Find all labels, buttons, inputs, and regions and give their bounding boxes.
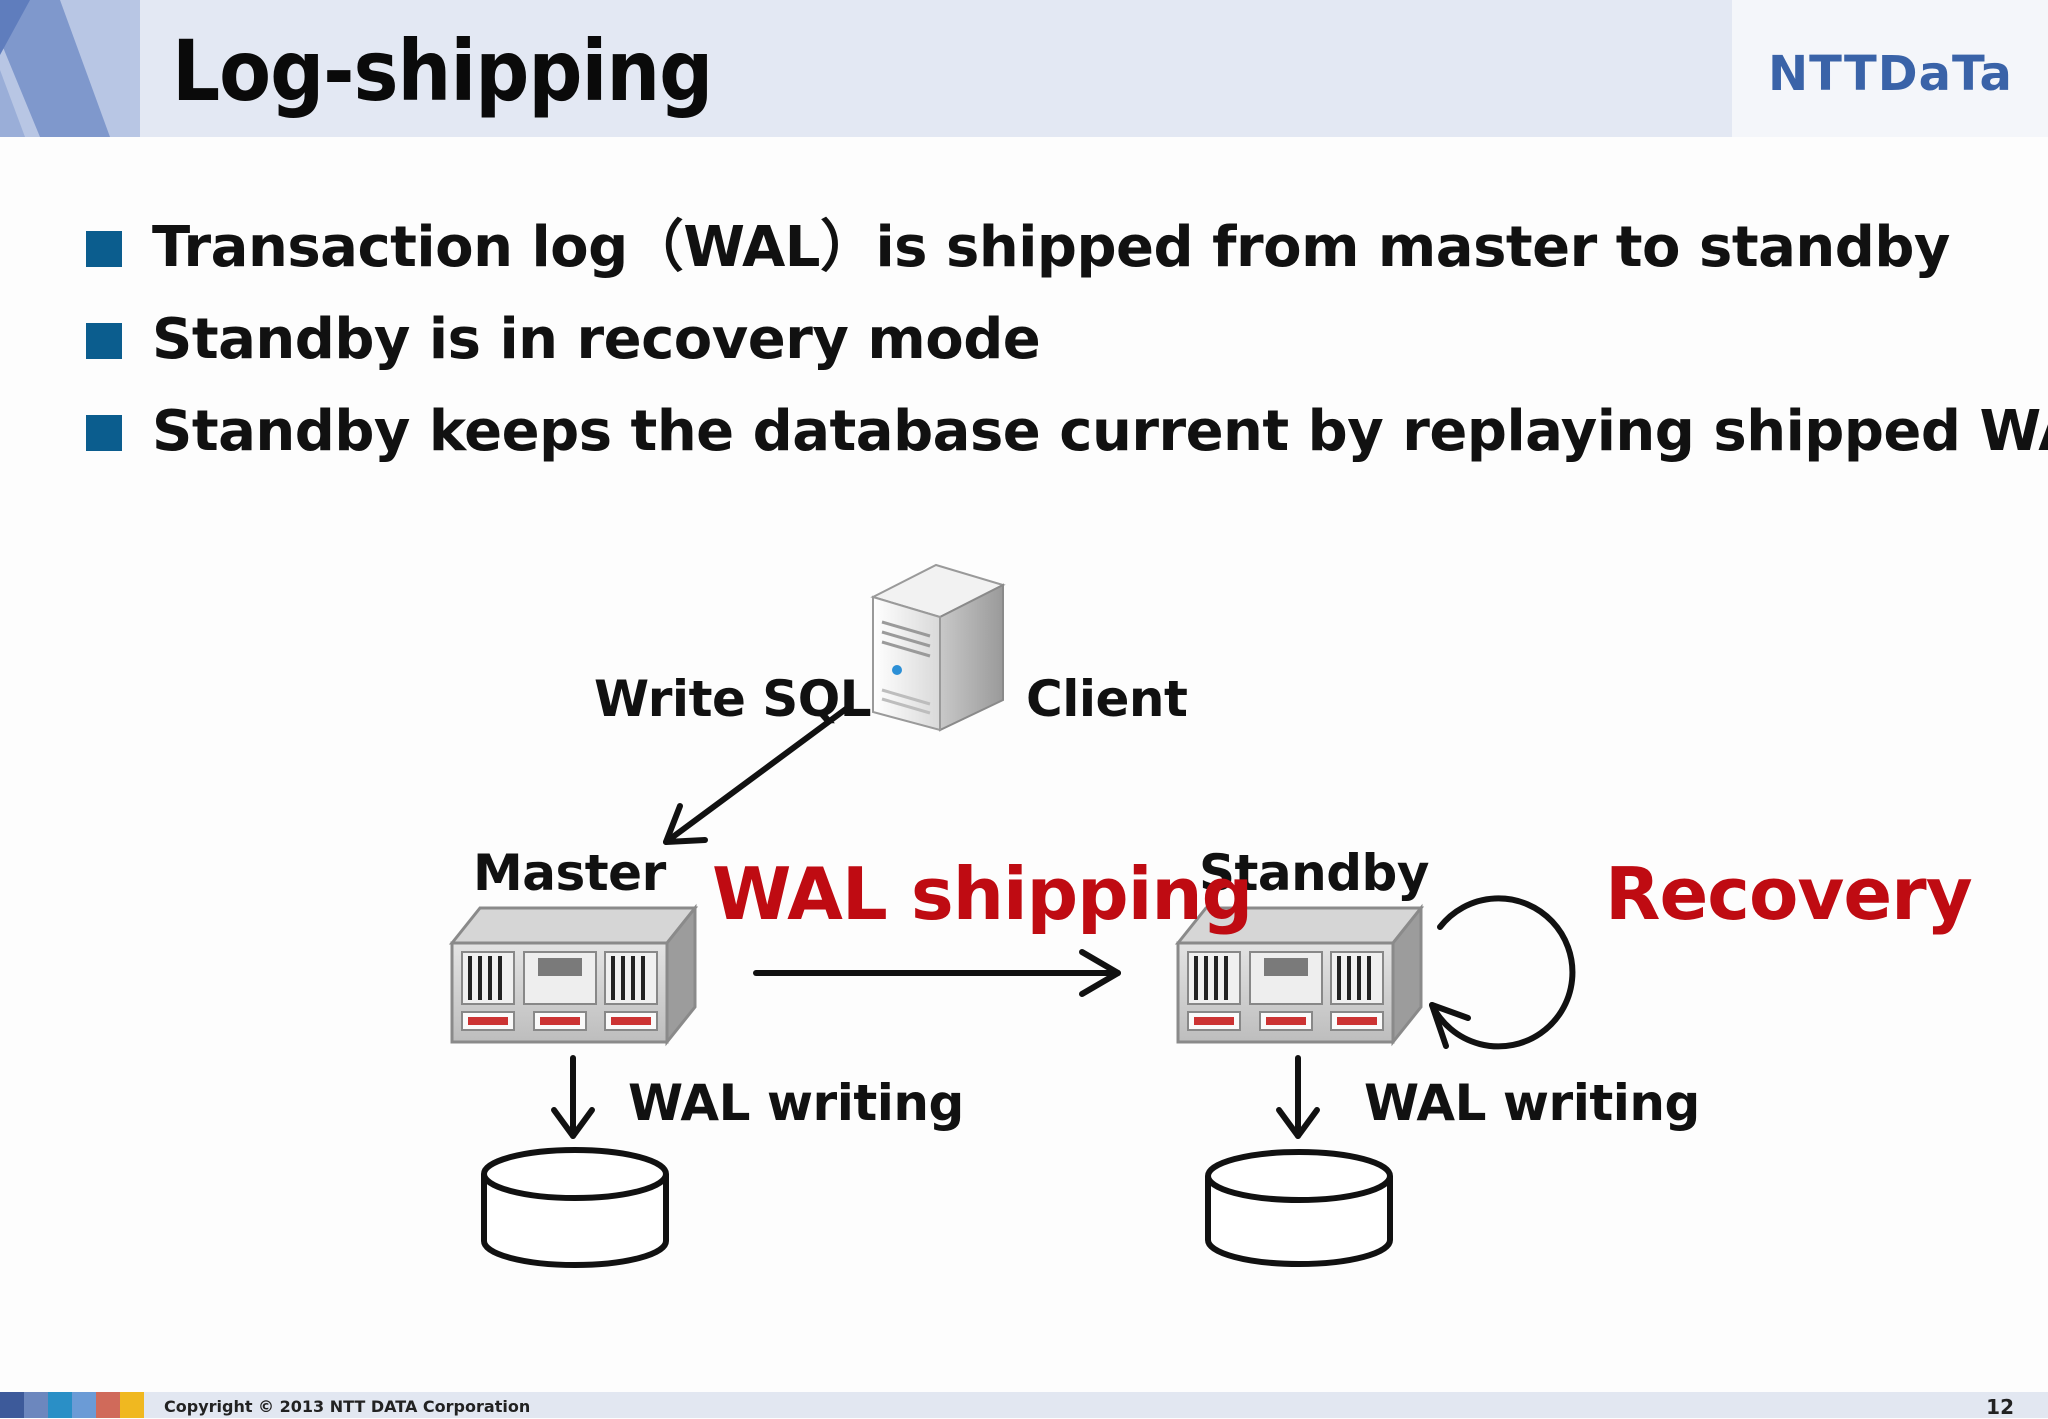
- bullet-text: Transaction log（WAL）is shipped from mast…: [152, 215, 1950, 280]
- master-label: Master: [473, 844, 666, 902]
- logo-area: [1732, 0, 2048, 137]
- copyright-text: Copyright © 2013 NTT DATA Corporation: [164, 1397, 531, 1416]
- standby-label: Standby: [1199, 844, 1429, 902]
- standby-wal-writing-label: WAL writing: [1364, 1074, 1700, 1132]
- standby-server-icon: [1174, 903, 1425, 1047]
- footer-color-stripes: [0, 1392, 144, 1418]
- write-sql-arrow: [663, 703, 853, 845]
- standby-wal-writing-arrow: [1276, 1055, 1320, 1139]
- client-computer-icon: [870, 563, 1006, 732]
- ntt-data-logo: NTTDaTa: [1768, 46, 2013, 102]
- slide-footer: Copyright © 2013 NTT DATA Corporation 12: [0, 1392, 2048, 1419]
- slide-header: Log-shipping: [0, 0, 1732, 137]
- bullet-text: Standby is in recovery mode: [152, 307, 1041, 372]
- corner-decoration: [0, 0, 140, 137]
- slide-title: Log-shipping: [172, 22, 713, 120]
- square-bullet-icon: [86, 323, 122, 359]
- client-label: Client: [1026, 670, 1188, 728]
- bullet-text: Standby keeps the database current by re…: [152, 399, 2048, 464]
- wal-shipping-arrow: [753, 949, 1121, 997]
- master-wal-writing-label: WAL writing: [628, 1074, 964, 1132]
- write-sql-label: Write SQL: [594, 670, 872, 728]
- recovery-label: Recovery: [1605, 852, 1973, 936]
- wal-shipping-label: WAL shipping: [712, 852, 1253, 936]
- square-bullet-icon: [86, 231, 122, 267]
- master-server-icon: [448, 903, 699, 1047]
- page-number: 12: [1986, 1395, 2014, 1419]
- standby-database-icon: [1205, 1149, 1393, 1267]
- master-database-icon: [481, 1147, 669, 1268]
- master-wal-writing-arrow: [551, 1055, 595, 1139]
- recovery-loop-arrow: [1429, 895, 1576, 1050]
- square-bullet-icon: [86, 415, 122, 451]
